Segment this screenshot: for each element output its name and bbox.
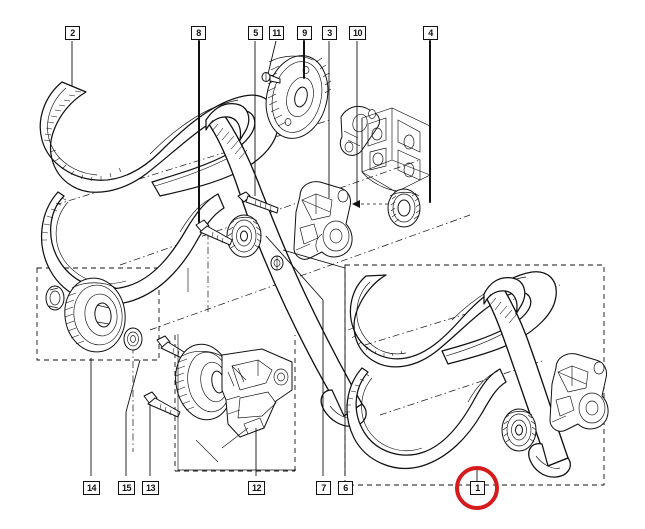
power-steering-pulley xyxy=(261,55,332,139)
callout-5[interactable]: 5 xyxy=(248,26,263,40)
callout-10[interactable]: 10 xyxy=(349,26,366,40)
idler-pulley-center xyxy=(226,214,262,258)
callout-15[interactable]: 15 xyxy=(118,481,135,495)
leader-lines-top xyxy=(71,40,431,223)
callout-9[interactable]: 9 xyxy=(297,26,312,40)
water-pump-assembly xyxy=(175,343,293,438)
tensioner-belt-kit xyxy=(549,353,609,432)
crankshaft-pulley xyxy=(45,277,143,353)
bolt-lower-left xyxy=(195,219,233,246)
belt-kit-assembly xyxy=(345,271,571,478)
callout-6[interactable]: 6 xyxy=(338,481,353,495)
idler-pulley-belt-kit xyxy=(501,408,537,452)
callout-13[interactable]: 13 xyxy=(142,481,159,495)
group-box-water-pump xyxy=(174,335,296,472)
callout-12[interactable]: 12 xyxy=(248,481,265,495)
highlight-circle-part-1 xyxy=(455,466,499,510)
bolt-long-center xyxy=(237,191,279,214)
callout-2[interactable]: 2 xyxy=(65,26,80,40)
group-box-crankshaft xyxy=(36,267,160,361)
misc-construction-lines xyxy=(177,268,296,471)
callout-14[interactable]: 14 xyxy=(83,481,100,495)
nut-washer-idler xyxy=(270,255,284,271)
belt-tensioner xyxy=(293,181,353,260)
callout-4[interactable]: 4 xyxy=(423,26,438,40)
bolt-pump-lower xyxy=(143,391,181,418)
idler-pulley-upper-right xyxy=(352,188,421,228)
callout-11[interactable]: 11 xyxy=(269,26,284,40)
callout-7[interactable]: 7 xyxy=(316,481,331,495)
pump-mounting-bracket xyxy=(339,105,380,156)
callout-3[interactable]: 3 xyxy=(322,26,337,40)
callout-8[interactable]: 8 xyxy=(191,26,206,40)
